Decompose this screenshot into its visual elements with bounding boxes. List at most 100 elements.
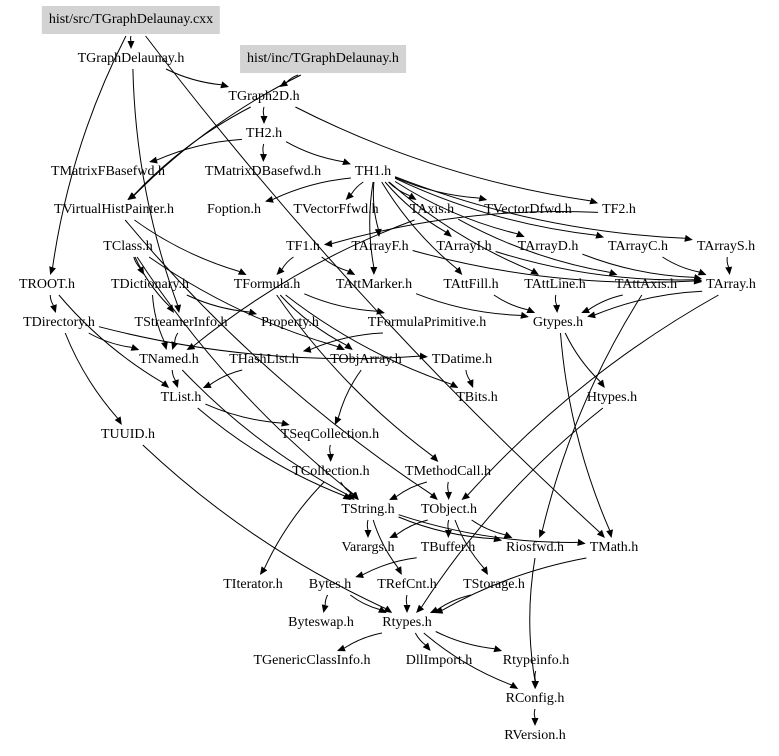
node-bytes-h[interactable]: Bytes.h bbox=[308, 577, 352, 592]
node-tattmarker-h[interactable]: TAttMarker.h bbox=[335, 277, 413, 292]
arrowhead-TRefCnt-to-Rtypes bbox=[403, 605, 411, 613]
node-th2-h[interactable]: TH2.h bbox=[245, 126, 283, 141]
arrowhead-TH1-to-Foption bbox=[265, 196, 274, 203]
arrowhead-Rtypes-to-RConfig bbox=[509, 681, 519, 689]
node-tstring-h[interactable]: TString.h bbox=[341, 502, 395, 517]
node-titerator-h[interactable]: TIterator.h bbox=[223, 577, 283, 592]
node-thashlist-h[interactable]: THashList.h bbox=[229, 352, 299, 367]
arrowhead-TArray-to-Gtypes bbox=[587, 311, 596, 319]
node-tmath-h[interactable]: TMath.h bbox=[589, 540, 639, 555]
node-tvectordfwd-h[interactable]: TVectorDfwd.h bbox=[484, 202, 572, 217]
arrowhead-TH1-to-TArrayS bbox=[684, 234, 693, 242]
arrowhead-Gtypes-to-TMath bbox=[606, 529, 613, 538]
node-taxis-h[interactable]: TAxis.h bbox=[409, 202, 455, 217]
arrowhead-src_cxx-to-TMath bbox=[596, 529, 605, 538]
node-tbits-h[interactable]: TBits.h bbox=[456, 390, 498, 405]
arrowhead-TH1-to-TAttMarker bbox=[370, 267, 378, 275]
node-tstorage-h[interactable]: TStorage.h bbox=[463, 577, 525, 592]
node-tdictionary-h[interactable]: TDictionary.h bbox=[110, 277, 190, 292]
arrowhead-TAxis-to-TAttAxis bbox=[608, 269, 618, 276]
arrowhead-TF2-to-TF1 bbox=[323, 240, 333, 248]
node-tnamed-h[interactable]: TNamed.h bbox=[139, 352, 199, 367]
node-tarray-h[interactable]: TArray.h bbox=[706, 277, 756, 292]
node-tgraphdelaunay-h[interactable]: TGraphDelaunay.h bbox=[77, 51, 185, 66]
node-tf1-h[interactable]: TF1.h bbox=[286, 239, 320, 254]
node-property-h[interactable]: Property.h bbox=[261, 315, 319, 330]
edge-TH2-to-TMatrixDBasefwd bbox=[262, 143, 265, 155]
node-tformulaprimitive-h[interactable]: TFormulaPrimitive.h bbox=[367, 315, 487, 330]
node-tbuffer-h[interactable]: TBuffer.h bbox=[420, 540, 476, 555]
arrowhead-TDirectory-to-TNamed bbox=[130, 344, 140, 351]
node-tseqcollection-h[interactable]: TSeqCollection.h bbox=[280, 427, 380, 442]
node-tclass-h[interactable]: TClass.h bbox=[103, 239, 153, 254]
node-tdirectory-h[interactable]: TDirectory.h bbox=[23, 315, 95, 330]
edge-TFormula-to-TBits bbox=[285, 294, 452, 385]
arrowhead-TArrayC-to-TArray bbox=[697, 268, 707, 276]
edge-TArray-to-Gtypes bbox=[594, 290, 703, 316]
node-dllimport-h[interactable]: DllImport.h bbox=[405, 653, 473, 668]
edge-TH1-to-TArrayD bbox=[394, 181, 518, 235]
node-varargs-h[interactable]: Varargs.h bbox=[341, 540, 395, 555]
edge-TH2-to-TMatrixFBasefwd bbox=[156, 138, 242, 161]
node-tgenericclassinfo-h[interactable]: TGenericClassInfo.h bbox=[253, 653, 371, 668]
edge-TAxis-to-TAttAxis bbox=[457, 218, 610, 273]
arrowhead-TH1-to-TVectorDfwd bbox=[478, 194, 488, 202]
edge-TH1-to-TAttMarker bbox=[369, 181, 375, 268]
node-tmethodcall-h[interactable]: TMethodCall.h bbox=[405, 464, 491, 479]
arrowhead-Rtypes-to-DllImport bbox=[422, 642, 431, 651]
arrowhead-TArrayS-to-TArray bbox=[725, 266, 733, 275]
node-tarrayd-h[interactable]: TArrayD.h bbox=[517, 239, 579, 254]
node-tarrayc-h[interactable]: TArrayC.h bbox=[608, 239, 668, 254]
node-rconfig-h[interactable]: RConfig.h bbox=[505, 691, 565, 706]
node-tvectorffwd-h[interactable]: TVectorFfwd.h bbox=[293, 202, 379, 217]
edge-TMethodCall-to-TObject bbox=[447, 481, 449, 493]
edge-src_cxx-to-TMath bbox=[145, 35, 600, 533]
arrowhead-TUUID-to-Rtypes bbox=[383, 605, 393, 613]
node-tcollection-h[interactable]: TCollection.h bbox=[292, 464, 370, 479]
node-tstreamerinfo-h[interactable]: TStreamerInfo.h bbox=[134, 315, 228, 330]
edge-TAttMarker-to-Gtypes bbox=[415, 293, 522, 316]
node-tmatrixfbasefwd-h[interactable]: TMatrixFBasefwd.h bbox=[51, 164, 165, 179]
arrowhead-TObject-to-TStorage bbox=[480, 566, 488, 575]
edge-TArray-to-TObject bbox=[467, 294, 719, 496]
node-rtypeinfo-h[interactable]: Rtypeinfo.h bbox=[502, 653, 570, 668]
node-tdatime-h[interactable]: TDatime.h bbox=[431, 352, 493, 367]
node-tarrays-h[interactable]: TArrayS.h bbox=[696, 239, 756, 254]
node-htypes-h[interactable]: Htypes.h bbox=[586, 390, 638, 405]
node-tf2-h[interactable]: TF2.h bbox=[602, 202, 636, 217]
edge-TList-to-TString bbox=[197, 407, 345, 497]
arrowhead-TFormula-to-TObjArray bbox=[344, 342, 353, 350]
node-tlist-h[interactable]: TList.h bbox=[160, 390, 202, 405]
node-tgraph2d-h[interactable]: TGraph2D.h bbox=[228, 89, 300, 104]
node-tarrayf-h[interactable]: TArrayF.h bbox=[351, 239, 409, 254]
node-tuuid-h[interactable]: TUUID.h bbox=[100, 427, 156, 442]
node-rversion-h[interactable]: RVersion.h bbox=[504, 728, 566, 743]
node-tmatrixdbasefwd-h[interactable]: TMatrixDBasefwd.h bbox=[204, 164, 322, 179]
node-riosfwd-h[interactable]: Riosfwd.h bbox=[506, 540, 564, 555]
edge-TString-to-TMath bbox=[398, 514, 578, 543]
node-tobjarray-h[interactable]: TObjArray.h bbox=[330, 352, 402, 367]
node-gtypes-h[interactable]: Gtypes.h bbox=[532, 315, 584, 330]
node-tformula-h[interactable]: TFormula.h bbox=[233, 277, 301, 292]
arrowhead-TVirtualHistPainter-to-TObject bbox=[429, 492, 438, 500]
edge-TFormula-to-TMethodCall bbox=[276, 294, 434, 457]
node-tattline-h[interactable]: TAttLine.h bbox=[524, 277, 586, 292]
node-hist-inc-tgraphdelaunay-h[interactable]: hist/inc/TGraphDelaunay.h bbox=[240, 45, 406, 73]
node-rtypes-h[interactable]: Rtypes.h bbox=[382, 615, 432, 630]
node-foption-h[interactable]: Foption.h bbox=[206, 202, 262, 217]
node-trefcnt-h[interactable]: TRefCnt.h bbox=[377, 577, 437, 592]
node-tvirtualhistpainter-h[interactable]: TVirtualHistPainter.h bbox=[53, 202, 175, 217]
node-th1-h[interactable]: TH1.h bbox=[354, 164, 392, 179]
node-byteswap-h[interactable]: Byteswap.h bbox=[288, 615, 354, 630]
edge-TClass-to-TString bbox=[136, 256, 354, 495]
node-troot-h[interactable]: TROOT.h bbox=[18, 277, 76, 292]
arrowhead-TCollection-to-TIterator bbox=[259, 566, 268, 575]
arrowhead-TBuffer-to-Bytes bbox=[355, 571, 364, 578]
node-tattfill-h[interactable]: TAttFill.h bbox=[443, 277, 499, 292]
arrowhead-TDirectory-to-TUUID bbox=[114, 416, 122, 425]
node-tarrayi-h[interactable]: TArrayI.h bbox=[436, 239, 492, 254]
node-tattaxis-h[interactable]: TAttAxis.h bbox=[614, 277, 678, 292]
node-tobject-h[interactable]: TObject.h bbox=[420, 502, 478, 517]
node-hist-src-tgraphdelaunay-cxx[interactable]: hist/src/TGraphDelaunay.cxx bbox=[41, 6, 221, 34]
